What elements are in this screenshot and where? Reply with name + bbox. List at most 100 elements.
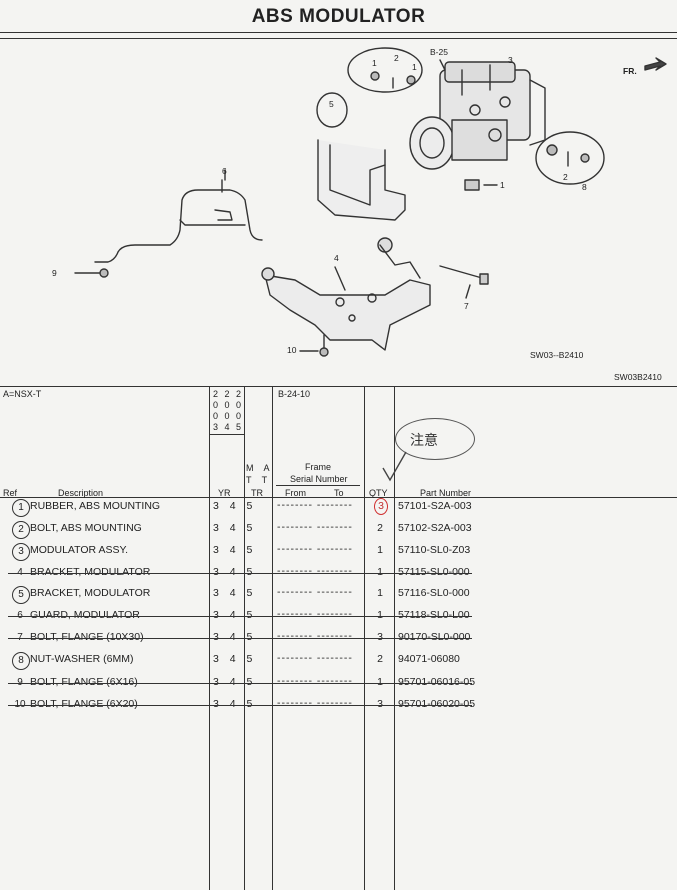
callout-5: 5 [329, 99, 334, 109]
callout-1-lower: 1 [500, 180, 505, 190]
col-part-number: Part Number [420, 488, 472, 498]
row-description: MODULATOR ASSY. [30, 544, 129, 556]
callout-1-upper-b: 1 [412, 62, 417, 72]
callout-2-upper: 2 [394, 53, 399, 63]
row-years: 3 4 5 [213, 653, 257, 665]
row-ref: 3 [12, 543, 30, 561]
diagram-code-outer: SW03B2410 [614, 372, 662, 382]
row-ref: 10 [14, 699, 26, 710]
row-ref: 2 [12, 521, 30, 539]
callout-1-upper: 1 [372, 58, 377, 68]
row-description: RUBBER, ABS MOUNTING [30, 500, 161, 512]
row-ref: 4 [17, 567, 23, 578]
row-part-number: 94071-06080 [398, 653, 460, 665]
row-years: 3 4 5 [213, 698, 257, 710]
callout-7: 7 [464, 301, 469, 311]
callout-10: 10 [287, 345, 297, 355]
callout-3: 3 [508, 55, 513, 65]
callout-fr: FR. [623, 66, 637, 76]
row-years: 3 4 5 [213, 631, 257, 643]
row-qty: 1 [377, 544, 383, 556]
row-description: BRACKET, MODULATOR [30, 566, 151, 578]
table-row: 10 BOLT, FLANGE (6X20) 3 4 5 -------- -----… [0, 695, 677, 715]
row-qty: 3 [377, 698, 383, 710]
row-description: NUT-WASHER (6MM) [30, 653, 134, 665]
page-title: ABS MODULATOR [251, 6, 426, 27]
yr-code-1: 2 2 2 [213, 389, 244, 399]
row-frame-serial: -------- -------- [277, 697, 353, 709]
yr-code-4: 3 4 5 [213, 422, 244, 432]
row-years: 3 4 5 [213, 566, 257, 578]
row-qty: 3 [374, 498, 388, 515]
table-header-rule [0, 497, 677, 498]
col-yr: YR [218, 488, 231, 498]
ref-page: B-24-10 [278, 389, 311, 399]
row-ref: 8 [12, 652, 30, 670]
model-code: A=NSX-T [3, 389, 42, 399]
row-ref: 6 [17, 610, 23, 621]
row-part-number: 95701-06016-05 [398, 676, 476, 688]
modulator-assembly [409, 61, 546, 170]
yr-code-3: 0 0 0 [213, 411, 244, 421]
row-description: BOLT, ABS MOUNTING [30, 522, 142, 534]
row-part-number: 57101-S2A-003 [398, 500, 472, 512]
row-part-number: 57115-SL0-000 [398, 566, 470, 578]
row-years: 3 4 5 [213, 522, 257, 534]
row-qty: 3 [377, 631, 383, 643]
title-rule-2 [0, 38, 677, 39]
row-frame-serial: -------- -------- [277, 608, 353, 620]
row-qty: 2 [377, 522, 383, 534]
row-qty: 1 [377, 587, 383, 599]
row-years: 3 4 5 [213, 609, 257, 621]
col-description: Description [58, 488, 104, 498]
col-to: To [334, 488, 344, 498]
col-ref: Ref [3, 488, 18, 498]
handwritten-note-circle [395, 418, 475, 460]
mt-at: M A [246, 463, 274, 473]
row-part-number: 95701-06020-05 [398, 698, 476, 710]
row-frame-serial: -------- -------- [277, 630, 353, 642]
row-frame-serial: -------- -------- [277, 675, 353, 687]
row-description: BOLT, FLANGE (6X16) [30, 676, 138, 688]
callout-6: 6 [222, 166, 227, 176]
row-qty: 1 [377, 566, 383, 578]
row-frame-serial: -------- -------- [277, 586, 353, 598]
row-frame-serial: -------- -------- [277, 565, 353, 577]
mt-at-2: T T [246, 475, 272, 485]
frame-rule [276, 485, 360, 486]
row-qty: 2 [377, 653, 383, 665]
row-part-number: 57110-SL0-Z03 [398, 544, 471, 556]
frame-subtitle: Serial Number [290, 474, 348, 484]
callout-8: 8 [582, 182, 587, 192]
callout-2-lower: 2 [563, 172, 568, 182]
yr-code-rule [209, 434, 244, 435]
row-years: 3 4 5 [213, 500, 257, 512]
row-ref: 1 [12, 499, 30, 517]
row-part-number: 90170-SL0-000 [398, 631, 471, 643]
row-years: 3 4 5 [213, 544, 257, 556]
row-description: BOLT, FLANGE (10X30) [30, 631, 144, 643]
diagram-code-inner: SW03--B2410 [530, 350, 584, 360]
row-frame-serial: -------- -------- [277, 543, 353, 555]
title-rule [0, 32, 677, 33]
frame-title: Frame [305, 462, 332, 472]
table-top-rule [0, 386, 677, 387]
row-qty: 1 [377, 676, 383, 688]
row-ref: 9 [17, 677, 23, 688]
row-frame-serial: -------- -------- [277, 652, 353, 664]
col-from: From [285, 488, 306, 498]
row-part-number: 57118-SL0-L00 [398, 609, 470, 621]
row-frame-serial: -------- -------- [277, 499, 353, 511]
row-description: BOLT, FLANGE (6X20) [30, 698, 138, 710]
row-frame-serial: -------- -------- [277, 521, 353, 533]
row-qty: 1 [377, 609, 383, 621]
yr-code-2: 0 0 0 [213, 400, 244, 410]
col-tr: TR [251, 488, 263, 498]
callout-4: 4 [334, 253, 339, 263]
row-ref: 7 [17, 632, 23, 643]
